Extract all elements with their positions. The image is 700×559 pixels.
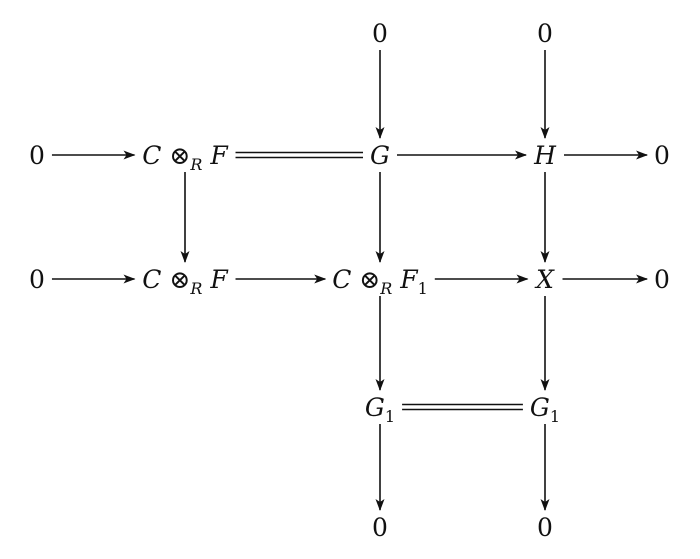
node-row1-zero-left: 0 xyxy=(29,141,45,170)
node-row2-zero-right: 0 xyxy=(654,265,670,294)
node-row2-x: X xyxy=(534,265,555,294)
node-row2-c-tensor-f-part: ⊗ xyxy=(161,265,190,294)
node-bottom-zero-g1-right-part: 0 xyxy=(537,513,553,542)
node-top-zero-h-part: 0 xyxy=(537,19,553,48)
node-row3-g1-left-part: 1 xyxy=(385,407,395,426)
node-bottom-zero-g1-part: 0 xyxy=(372,513,388,542)
node-row2-c-tensor-f1-part: ⊗ xyxy=(351,265,380,294)
node-row2-zero-right-part: 0 xyxy=(654,265,670,294)
node-row3-g1-right: G1 xyxy=(530,393,560,426)
node-row2-x-part: X xyxy=(534,265,555,294)
node-row2-c-tensor-f1-part: F xyxy=(392,265,419,294)
node-top-zero-g: 0 xyxy=(372,19,388,48)
node-row2-c-tensor-f-part: C xyxy=(142,265,161,294)
node-row1-c-tensor-f: C ⊗R F xyxy=(142,141,229,174)
node-top-zero-g-part: 0 xyxy=(372,19,388,48)
node-row2-c-tensor-f: C ⊗R F xyxy=(142,265,229,298)
node-top-zero-h: 0 xyxy=(537,19,553,48)
node-row2-c-tensor-f1: C ⊗R F1 xyxy=(332,265,428,298)
node-row1-h: H xyxy=(533,141,557,170)
node-row1-h-part: H xyxy=(533,141,557,170)
node-row1-g: G xyxy=(370,141,390,170)
node-bottom-zero-g1: 0 xyxy=(372,513,388,542)
node-row2-c-tensor-f1-part: C xyxy=(332,265,351,294)
node-row2-zero-left-part: 0 xyxy=(29,265,45,294)
node-row1-c-tensor-f-part: R xyxy=(189,155,202,174)
node-row3-g1-right-part: 1 xyxy=(550,407,560,426)
node-row1-g-part: G xyxy=(370,141,390,170)
equality-row3-g1-left-to-row3-g1-right xyxy=(402,403,523,411)
node-row1-c-tensor-f-part: ⊗ xyxy=(161,141,190,170)
node-row1-c-tensor-f-part: C xyxy=(142,141,161,170)
node-row2-c-tensor-f-part: F xyxy=(202,265,229,294)
node-row1-c-tensor-f-part: F xyxy=(202,141,229,170)
node-row3-g1-left-part: G xyxy=(365,393,385,422)
node-row2-c-tensor-f-part: R xyxy=(189,279,202,298)
node-row1-zero-right-part: 0 xyxy=(654,141,670,170)
node-row2-c-tensor-f1-part: R xyxy=(379,279,392,298)
node-bottom-zero-g1-right: 0 xyxy=(537,513,553,542)
node-row1-zero-left-part: 0 xyxy=(29,141,45,170)
node-row2-zero-left: 0 xyxy=(29,265,45,294)
node-row3-g1-left: G1 xyxy=(365,393,395,426)
equality-row1-c-tensor-f-to-row1-g xyxy=(235,151,364,159)
node-row1-zero-right: 0 xyxy=(654,141,670,170)
node-row3-g1-right-part: G xyxy=(530,393,550,422)
node-row2-c-tensor-f1-part: 1 xyxy=(418,279,428,298)
